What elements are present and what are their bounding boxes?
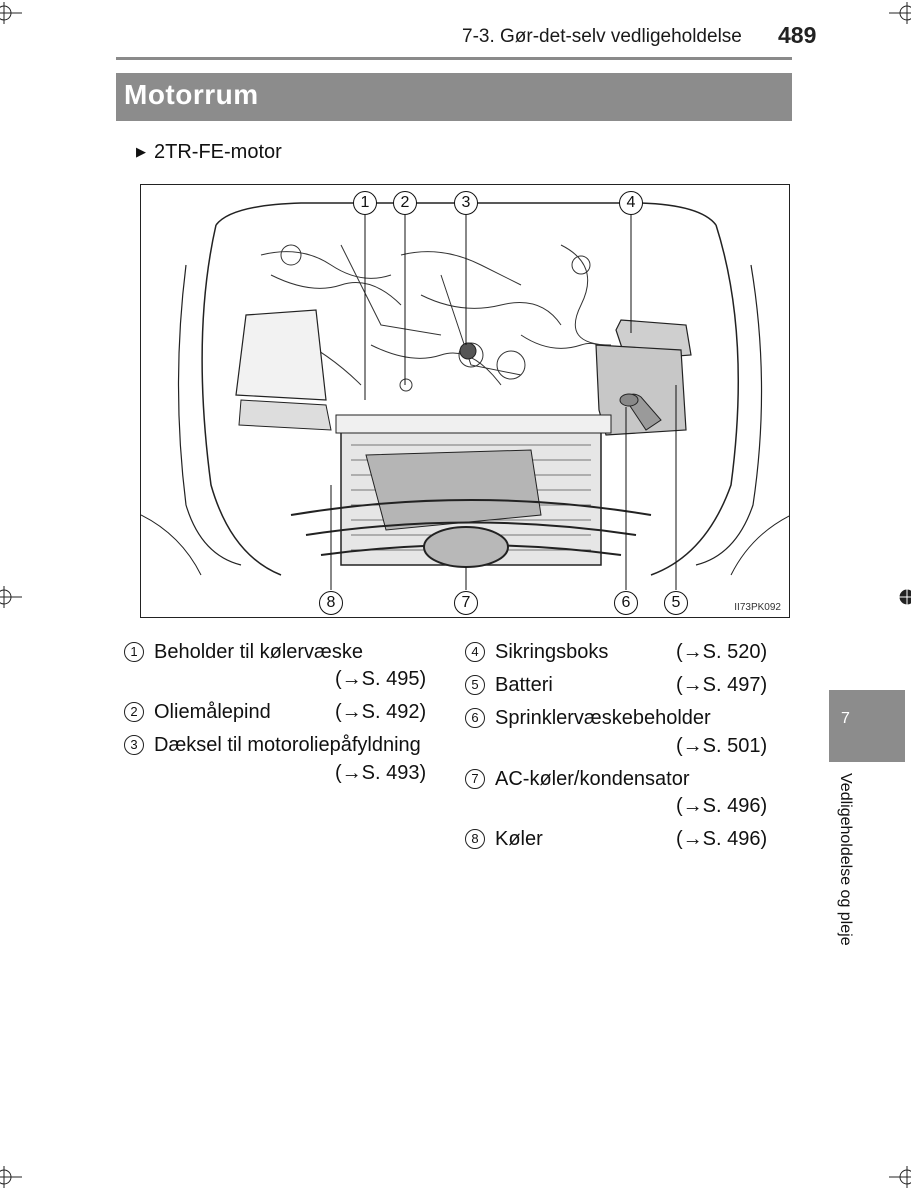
- chapter-title: 7-3. Gør-det-selv vedligeholdelse: [462, 26, 742, 48]
- figure-callout-4: 4: [619, 191, 643, 215]
- legend-ref-8: (→S. 496): [676, 828, 767, 851]
- chapter-tab-label: Vedligeholdelse og pleje: [836, 773, 854, 973]
- legend-label: Køler: [495, 828, 543, 850]
- section-header-bar: Motorrum: [116, 73, 792, 121]
- chapter-tab-number: 7: [841, 710, 850, 728]
- figure-callout-8: 8: [319, 591, 343, 615]
- legend-item-4: 4 Sikringsboks: [465, 641, 608, 664]
- legend-item-2: 2 Oliemålepind: [124, 701, 271, 724]
- crop-mark-top-right: [889, 2, 911, 24]
- legend-ref-2: (→S. 492): [335, 701, 426, 724]
- legend-ref-7: (→S. 496): [676, 795, 767, 818]
- figure-callout-2: 2: [393, 191, 417, 215]
- callout-number: 5: [465, 675, 485, 695]
- callout-number: 6: [465, 708, 485, 728]
- chapter-tab: 7: [829, 690, 905, 762]
- crop-mark-bottom-left: [0, 1166, 22, 1188]
- figure-code: II73PK092: [734, 602, 781, 613]
- legend-label: Beholder til kølervæske: [154, 641, 363, 663]
- legend-ref-4: (→S. 520): [676, 641, 767, 664]
- legend-label: Oliemålepind: [154, 701, 271, 723]
- crop-mark-top-left: [0, 2, 22, 24]
- triangle-bullet-icon: ▶: [136, 144, 146, 159]
- legend-label: Sprinklervæskebeholder: [495, 707, 711, 729]
- legend-ref-3: (→S. 493): [335, 762, 426, 785]
- legend-label: Batteri: [495, 674, 553, 696]
- figure-callout-7: 7: [454, 591, 478, 615]
- figure-callout-5: 5: [664, 591, 688, 615]
- legend-label: Dæksel til motoroliepåfyldning: [154, 734, 421, 756]
- figure-callout-6: 6: [614, 591, 638, 615]
- legend-item-7: 7 AC-køler/kondensator: [465, 768, 690, 791]
- header-divider: [116, 57, 792, 60]
- callout-number: 1: [124, 642, 144, 662]
- legend-item-5: 5 Batteri: [465, 674, 553, 697]
- engine-subtitle-text: 2TR-FE-motor: [154, 141, 282, 163]
- engine-compartment-illustration: [141, 185, 790, 618]
- crop-mark-right-middle: [889, 586, 911, 608]
- legend-item-6: 6 Sprinklervæskebeholder: [465, 707, 711, 730]
- engine-subtitle: ▶ 2TR-FE-motor: [136, 141, 282, 164]
- engine-compartment-figure: 12 3 4 5 6 7 8 II73PK092: [140, 184, 790, 618]
- legend-ref-1: (→S. 495): [335, 668, 426, 691]
- legend-item-3: 3 Dæksel til motoroliepåfyldning: [124, 734, 421, 757]
- figure-callout-3: 3: [454, 191, 478, 215]
- legend-label: AC-køler/kondensator: [495, 768, 690, 790]
- page-number: 489: [778, 22, 816, 49]
- callout-number: 2: [124, 702, 144, 722]
- section-title: Motorrum: [124, 79, 259, 111]
- callout-number: 7: [465, 769, 485, 789]
- crop-mark-bottom-right: [889, 1166, 911, 1188]
- callout-number: 4: [465, 642, 485, 662]
- legend-label: Sikringsboks: [495, 641, 608, 663]
- legend-item-1: 1 Beholder til kølervæske: [124, 641, 363, 664]
- legend-ref-6: (→S. 501): [676, 735, 767, 758]
- legend-item-8: 8 Køler: [465, 828, 543, 851]
- callout-number: 3: [124, 735, 144, 755]
- callout-number: 8: [465, 829, 485, 849]
- legend-ref-5: (→S. 497): [676, 674, 767, 697]
- crop-mark-left-middle: [0, 586, 22, 608]
- figure-callout-1: 1: [353, 191, 377, 215]
